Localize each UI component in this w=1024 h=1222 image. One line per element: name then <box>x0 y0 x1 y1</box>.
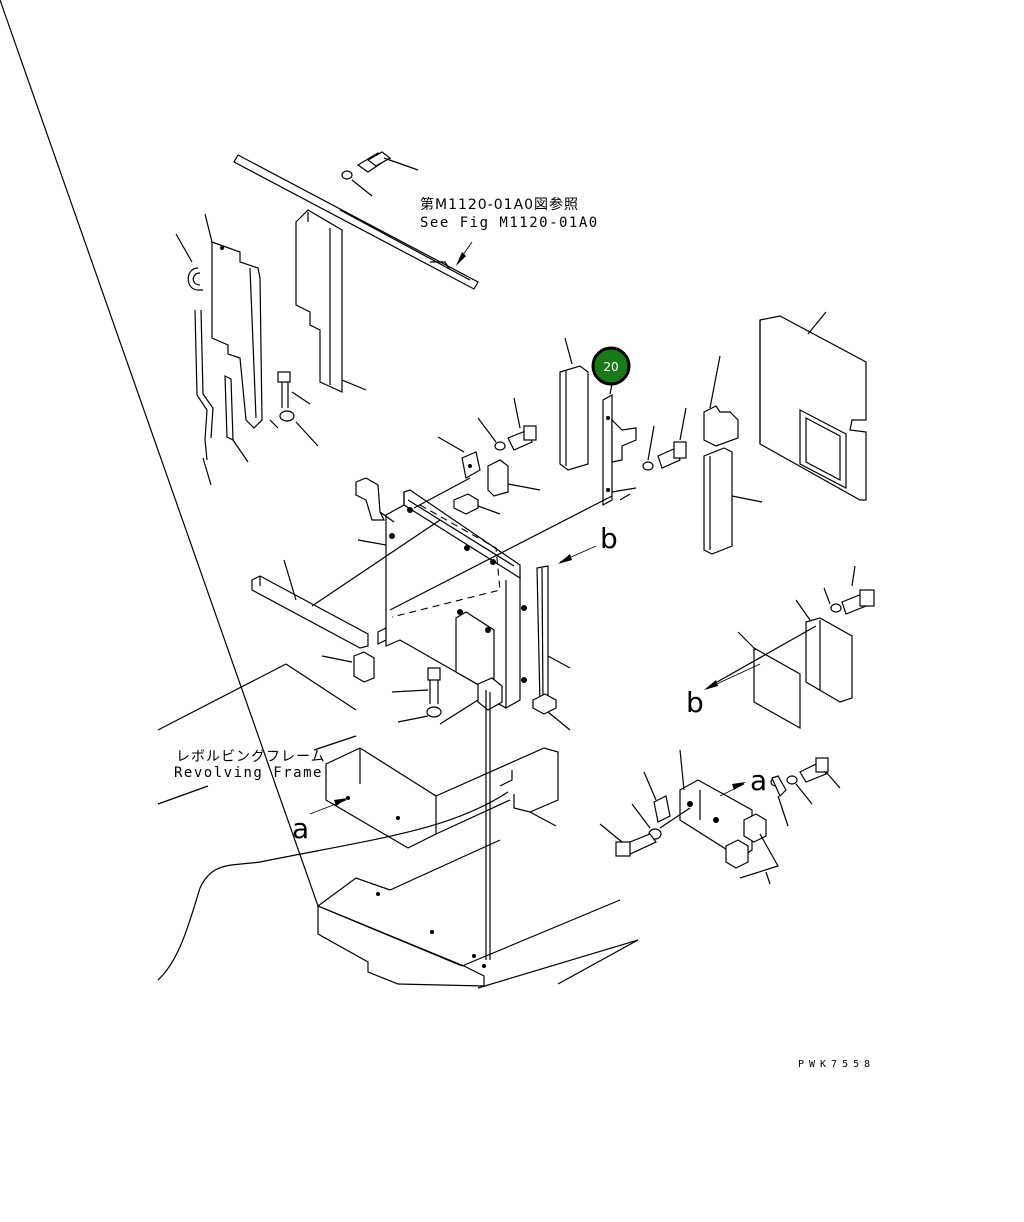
revolving-frame <box>0 0 639 989</box>
tall-rear-board <box>295 209 367 393</box>
small-block-left <box>321 651 375 683</box>
arrow-ref <box>456 241 473 266</box>
arrow-b-right <box>704 663 761 690</box>
bolt-under-box <box>391 667 442 723</box>
callout-20[interactable]: 20 <box>591 346 631 386</box>
gasket-strip <box>389 383 637 611</box>
frame-label-japanese: レボルビングフレーム <box>176 749 326 765</box>
callout-circle[interactable] <box>591 346 631 386</box>
box-top-bracket <box>355 477 395 523</box>
callout-number: 20 <box>603 360 618 374</box>
lower-right-bracket <box>599 749 841 885</box>
view-marker-a-left: a <box>292 812 309 845</box>
large-pad <box>759 311 867 501</box>
top-bolt <box>341 151 419 197</box>
pad-center <box>559 337 589 471</box>
right-plate-assembly <box>709 565 875 730</box>
mount-bracket <box>439 677 503 960</box>
bent-strip <box>194 309 214 486</box>
drawing-code: PWK7558 <box>798 1059 875 1070</box>
arrow-a-left <box>309 798 348 815</box>
arrow-b-top <box>558 545 597 564</box>
left-bracket-plate <box>204 213 263 429</box>
foam-small <box>703 355 739 447</box>
thin-strip <box>224 375 249 463</box>
controller-box <box>357 489 527 709</box>
hook-clip <box>175 233 203 291</box>
frame-label-english: Revolving Frame <box>174 765 323 781</box>
reference-note-english: See Fig M1120-01A0 <box>420 215 599 231</box>
vertical-rails <box>536 565 571 705</box>
reference-note-japanese: 第M1120-01A0図参照 <box>420 196 579 213</box>
rubber-blocks-top <box>453 459 541 515</box>
long-bar <box>251 519 441 649</box>
view-marker-a-right: a <box>750 764 767 797</box>
clip-top <box>413 397 537 509</box>
foam-long <box>703 447 763 555</box>
small-bolt-left <box>269 371 319 447</box>
small-block-right <box>532 693 571 731</box>
view-marker-b-top: b <box>600 522 618 555</box>
view-marker-b-right: b <box>686 686 704 719</box>
arrow-a-right <box>719 782 746 797</box>
top-rail <box>233 154 479 290</box>
bolt-right-gasket <box>642 407 687 471</box>
